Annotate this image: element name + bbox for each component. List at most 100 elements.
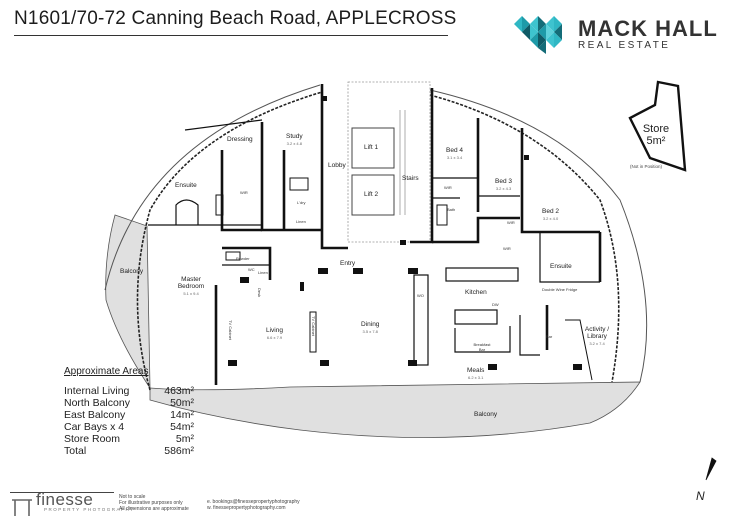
room-master-bedroom: Master Bedroom 5.1 x 9.4 bbox=[176, 276, 206, 297]
room-bed-2-dim: 3.2 x 4.0 bbox=[542, 216, 559, 221]
areas-row-value: 54m² bbox=[170, 421, 194, 433]
room-wc: WC bbox=[248, 267, 255, 272]
room-powder: Powder bbox=[236, 256, 250, 261]
disclaimer-line: All dimensions are approximate bbox=[119, 506, 189, 512]
finesse-logo-icon bbox=[12, 499, 32, 516]
areas-row: Car Bays x 4 54m² bbox=[64, 421, 194, 433]
areas-row-value: 463m² bbox=[164, 385, 194, 397]
room-bed-3: Bed 3 3.2 x 4.3 bbox=[495, 178, 512, 192]
tv-cabinet-living bbox=[309, 311, 317, 353]
areas-title: Approximate Areas bbox=[64, 366, 149, 377]
light-walls bbox=[148, 119, 600, 283]
room-lobby: Lobby bbox=[328, 162, 346, 169]
room-dining-name: Dining bbox=[361, 321, 380, 328]
north-arrow-icon bbox=[705, 457, 717, 481]
room-laundry: L'dry bbox=[297, 200, 306, 205]
room-bed-2-name: Bed 2 bbox=[542, 208, 559, 215]
room-bed-3-dim: 3.2 x 4.3 bbox=[495, 186, 512, 191]
areas-row-label: North Balcony bbox=[64, 397, 130, 409]
vanity bbox=[215, 194, 224, 216]
north-balcony-area bbox=[149, 381, 641, 438]
room-ensuite-master: Ensuite bbox=[175, 182, 197, 189]
room-meals-dim: 6.2 x 3.1 bbox=[468, 375, 484, 380]
room-bed-2: Bed 2 3.2 x 4.0 bbox=[542, 208, 559, 222]
areas-row-value: 50m² bbox=[170, 397, 194, 409]
contact-details: e. bookings@finessepropertyphotography w… bbox=[207, 499, 300, 511]
store-room-label: Store 5m² bbox=[633, 123, 679, 147]
room-bath: Bath bbox=[447, 207, 456, 212]
triangle-mosaic-icon bbox=[514, 16, 562, 54]
footer-divider bbox=[10, 492, 114, 493]
room-living: Living 6.6 x 7.9 bbox=[266, 327, 283, 341]
room-dressing: Dressing bbox=[227, 136, 253, 143]
room-living-name: Living bbox=[266, 327, 283, 334]
room-bed-4-dim: 3.1 x 3.4 bbox=[446, 155, 463, 160]
interior-walls bbox=[214, 84, 602, 385]
room-balcony-west: Balcony bbox=[120, 268, 144, 275]
dishwasher-label: DW bbox=[492, 302, 499, 307]
north-label: N bbox=[696, 489, 705, 503]
room-meals-name: Meals bbox=[467, 367, 485, 374]
areas-row: North Balcony 50m² bbox=[64, 397, 194, 409]
room-activity-library-dim: 3.2 x 7.4 bbox=[589, 341, 605, 346]
disclaimer-line: For illustrative purposes only bbox=[119, 500, 183, 506]
room-kitchen: Kitchen bbox=[465, 289, 487, 296]
room-dining-dim: 3.5 x 7.8 bbox=[362, 329, 378, 334]
brand-name: MACK HALL bbox=[578, 16, 718, 41]
disclaimer-line: Not to scale bbox=[119, 494, 146, 500]
bar-bench bbox=[519, 315, 540, 356]
powder-fixture bbox=[225, 251, 241, 261]
shower-arc bbox=[175, 199, 199, 225]
disclaimer-notes: Not to scale For illustrative purposes o… bbox=[119, 494, 189, 512]
store-room-note: (Not in Position) bbox=[630, 164, 663, 169]
tv-cabinet-master-label: TV Cabinet bbox=[228, 320, 233, 341]
room-stairs: Stairs bbox=[402, 175, 419, 182]
room-meals: Meals 6.2 x 3.1 bbox=[467, 367, 484, 381]
room-dining: Dining 3.5 x 7.8 bbox=[361, 321, 379, 335]
wir-master-label: WIR bbox=[240, 190, 248, 195]
room-study: Study 3.2 x 4.8 bbox=[286, 133, 303, 147]
room-lift-2: Lift 2 bbox=[364, 191, 379, 198]
bath-fixture bbox=[436, 204, 448, 226]
double-wine-fridge-label: Double Wine Fridge bbox=[542, 287, 578, 292]
room-living-dim: 6.6 x 7.9 bbox=[266, 335, 283, 340]
areas-row-label: Car Bays x 4 bbox=[64, 421, 125, 433]
page-title: N1601/70-72 Canning Beach Road, APPLECRO… bbox=[14, 8, 457, 29]
room-bed-4-name: Bed 4 bbox=[446, 147, 463, 154]
lift-1-shaft bbox=[351, 127, 395, 169]
wall-oven-bench bbox=[413, 274, 429, 366]
wir-bed3-label: WIR bbox=[507, 220, 515, 225]
room-lift-1: Lift 1 bbox=[364, 144, 379, 151]
contact-website: w. finessepropertyphotography.com bbox=[207, 505, 286, 511]
outer-glazing bbox=[136, 91, 620, 391]
desk-label: Desk bbox=[257, 288, 262, 298]
room-activity-library: Activity / Library 3.2 x 7.4 bbox=[583, 326, 611, 347]
breakfast-bar-outline bbox=[454, 326, 511, 353]
room-linen-2: Linen bbox=[258, 270, 268, 275]
store-room-outline bbox=[628, 80, 687, 172]
areas-row-label: Internal Living bbox=[64, 385, 130, 397]
structural-columns bbox=[228, 96, 582, 370]
room-master-bedroom-name: Master Bedroom bbox=[177, 276, 205, 290]
room-entry: Entry bbox=[340, 260, 356, 267]
room-bed-4: Bed 4 3.1 x 3.4 bbox=[446, 147, 463, 161]
lift-core bbox=[347, 81, 431, 243]
west-balcony-area bbox=[105, 214, 151, 390]
breakfast-bar-label: Breakfast Bar bbox=[473, 342, 491, 352]
wir-bed4-label: WIR bbox=[444, 185, 452, 190]
title-underline bbox=[14, 35, 448, 36]
lift-2-shaft bbox=[351, 174, 395, 216]
contact-email: e. bookings@finessepropertyphotography bbox=[207, 499, 300, 505]
areas-row-label: Store Room bbox=[64, 433, 121, 445]
areas-table: Internal Living 463m² North Balcony 50m² E… bbox=[64, 385, 194, 457]
brand-subtitle: REAL ESTATE bbox=[578, 40, 671, 51]
brand-logo: MACK HALL REAL ESTATE bbox=[514, 14, 734, 54]
store-room-area: 5m² bbox=[646, 135, 666, 147]
tv-cabinet-living-label: TV Cabinet bbox=[311, 316, 316, 337]
areas-row-value: 14m² bbox=[170, 409, 194, 421]
